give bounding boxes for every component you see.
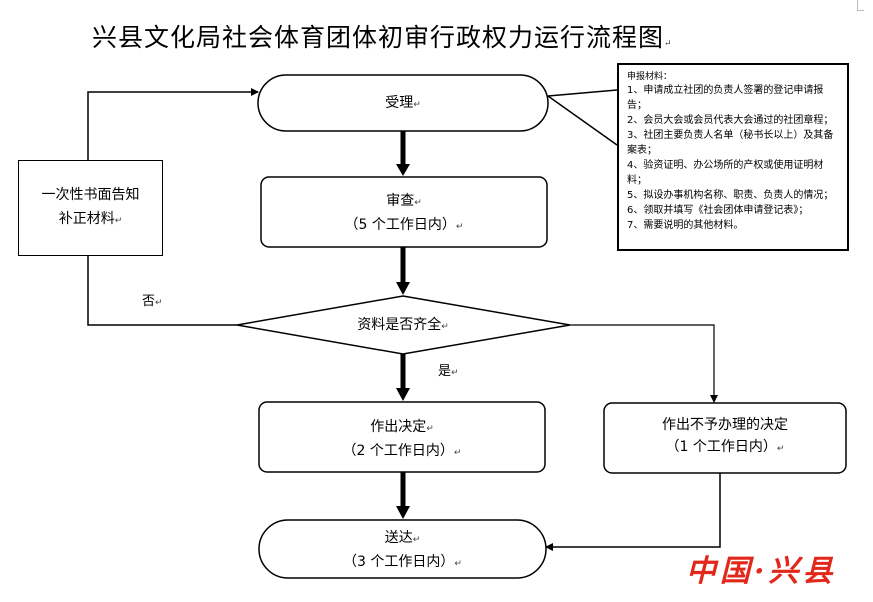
deliver-days: （3 个工作日内） [343, 554, 455, 570]
decide-days: （2 个工作日内） [342, 443, 454, 459]
decide-node: 作出决定↵ （2 个工作日内）↵ [259, 416, 545, 464]
paragraph-mark: ↵ [455, 222, 464, 232]
connector-supplement-to-accept [87, 88, 259, 160]
paragraph-mark: ↵ [413, 100, 421, 110]
check-node: 资料是否齐全↵ [300, 314, 506, 338]
paragraph-mark: ↵ [453, 448, 462, 458]
paragraph-mark: ↵ [664, 39, 673, 49]
watermark-logo: 中国·兴县 [686, 554, 837, 589]
connector-check-to-reject [570, 324, 718, 403]
paragraph-mark: ↵ [441, 322, 449, 332]
supplement-line1: 一次性书面告知 [41, 187, 140, 203]
supplement-line2: 补正材料 [58, 211, 115, 227]
paragraph-mark: ↵ [114, 216, 123, 226]
materials-item-4: 4、验资证明、办公场所的产权或使用证明材料； [627, 160, 824, 186]
arrowhead-decide-to-deliver [396, 506, 410, 519]
review-label: 审查 [386, 193, 415, 209]
connector-check-to-supplement [87, 256, 237, 326]
yes-label: 是 [438, 364, 452, 379]
reject-node-shape [603, 402, 847, 474]
materials-box: 申报材料： 1、申请成立社团的负责人签署的登记申请报告； 2、会员大会或会员代表… [617, 63, 849, 251]
materials-item-2: 2、会员大会或会员代表大会通过的社团章程； [627, 115, 834, 126]
paragraph-mark: ↵ [155, 298, 163, 308]
title-text: 兴县文化局社会体育团体初审行政权力运行流程图 [92, 23, 665, 52]
paragraph-mark: ↵ [412, 535, 421, 545]
paragraph-mark: ↵ [776, 444, 785, 454]
materials-item-5: 5、拟设办事机构名称、职责、负责人的情况； [627, 190, 834, 201]
supplement-box: 一次性书面告知 补正材料↵ [18, 160, 163, 256]
deliver-label: 送达 [384, 530, 413, 546]
deliver-node: 送达↵ （3 个工作日内）↵ [259, 527, 546, 575]
materials-item-3: 3、社团主要负责人名单（秘书长以上）及其备案表； [627, 130, 834, 156]
decide-label: 作出决定 [370, 419, 427, 435]
no-label: 否 [142, 294, 156, 309]
review-days: （5 个工作日内） [344, 217, 456, 233]
arrowhead-check-to-decide [396, 388, 410, 401]
connector-reject-to-deliver [545, 473, 721, 551]
paragraph-mark: ↵ [454, 559, 462, 569]
reject-days: （1 个工作日内） [665, 439, 777, 455]
reject-node: 作出不予办理的决定 （1 个工作日内）↵ [604, 414, 846, 460]
paragraph-mark: ↵ [426, 424, 434, 434]
materials-item-1: 1、申请成立社团的负责人签署的登记申请报告； [627, 85, 824, 111]
materials-item-7: 7、需要说明的其他材料。 [627, 220, 744, 231]
page-title: 兴县文化局社会体育团体初审行政权力运行流程图↵ [92, 18, 732, 58]
connector-accept-to-materials-bottom [547, 95, 618, 146]
arrowhead-review-to-check [396, 282, 410, 295]
check-label: 资料是否齐全 [357, 317, 442, 333]
materials-item-6: 6、领取并填写《社会团体申请登记表》； [627, 205, 809, 216]
connector-accept-to-materials-top [547, 89, 618, 97]
branch-label-yes: 是↵ [438, 360, 459, 379]
review-node: 审查↵ （5 个工作日内）↵ [261, 190, 547, 238]
branch-label-no: 否↵ [142, 290, 163, 309]
arrowhead-accept-to-review [396, 164, 410, 176]
accept-label: 受理 [385, 95, 414, 111]
paragraph-mark: ↵ [414, 198, 422, 208]
reject-label: 作出不予办理的决定 [662, 417, 788, 433]
materials-heading: 申报材料： [627, 72, 673, 82]
accept-node: 受理↵ [258, 92, 548, 116]
paragraph-mark: ↵ [451, 368, 459, 378]
page-corner-mark [857, 0, 864, 11]
